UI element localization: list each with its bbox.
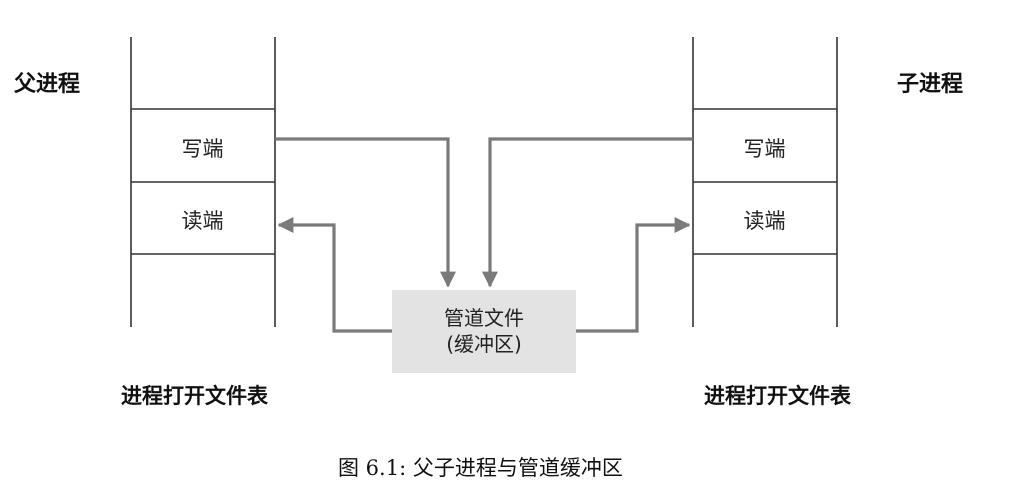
parent-write-end-label: 写端 [181, 137, 224, 161]
parent-table-title: 进程打开文件表 [121, 384, 268, 408]
child-read-arrow [576, 217, 691, 333]
pipe-buffer-line1: 管道文件 [444, 306, 524, 330]
parent-write-arrow [275, 137, 456, 288]
child-read-end-label: 读端 [743, 209, 786, 233]
parent-read-end-label: 读端 [181, 209, 224, 233]
parent-read-arrow [277, 217, 392, 333]
child-write-arrow [482, 137, 693, 288]
pipe-buffer-line2: (缓冲区) [446, 332, 522, 356]
pipe-buffer-box [392, 290, 576, 373]
pipe-buffer-label: 管道文件 (缓冲区) [392, 305, 576, 357]
child-process-label: 子进程 [897, 72, 964, 97]
figure-caption: 图 6.1: 父子进程与管道缓冲区 [338, 456, 623, 480]
parent-process-label: 父进程 [14, 72, 81, 97]
child-file-table [692, 37, 838, 327]
parent-file-table [130, 37, 276, 327]
child-table-title: 进程打开文件表 [704, 384, 851, 408]
child-write-end-label: 写端 [743, 137, 786, 161]
